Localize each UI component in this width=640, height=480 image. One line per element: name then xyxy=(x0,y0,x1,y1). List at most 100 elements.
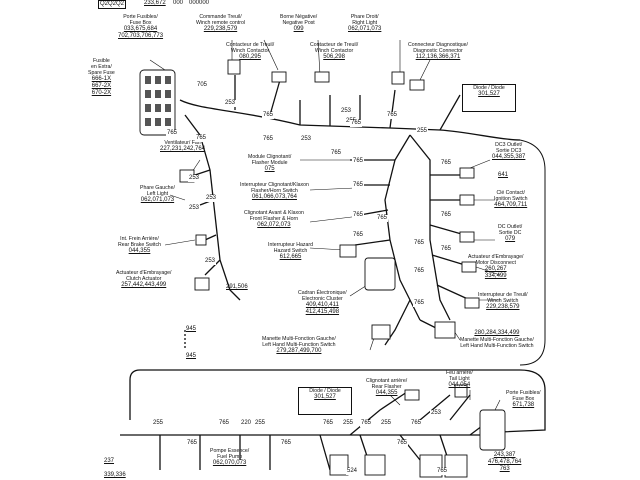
label-ref: 641 xyxy=(498,172,509,178)
label-ref: 080,295 xyxy=(239,54,261,60)
label-ref: 062,070,073 xyxy=(212,460,247,466)
header-ref-4: 000000 xyxy=(188,0,211,7)
label-line: Motor Disconnect xyxy=(475,260,516,266)
bottom-right-block-2 xyxy=(444,454,468,478)
label-line: Sortie DC3 xyxy=(496,148,522,154)
label-line: Actuateur d'Embrayage/ xyxy=(468,254,524,260)
label-line: Negative Post xyxy=(282,20,315,26)
wire-number: 255 xyxy=(254,420,267,427)
label-ref: 301,527 xyxy=(314,394,336,400)
label-line: Porte Fusibles/ xyxy=(506,390,541,396)
label-line: Cadran Électronique/ xyxy=(298,290,347,296)
wire-number: 253 xyxy=(188,205,201,212)
wire-number: 255 xyxy=(380,420,393,427)
label-line: Right Light xyxy=(352,20,378,26)
wire-number: 255 xyxy=(416,128,429,135)
header-ref-1: Q2Q2Q2 xyxy=(98,0,127,9)
label-line: Front Flasher & Horn xyxy=(249,216,299,222)
winch-contactor-connector-1 xyxy=(271,71,287,83)
label-line: DC Outlet/ xyxy=(498,224,523,230)
label-flasher-horn-switch: Interrupteur Clignotant/Klaxon Flasher/H… xyxy=(240,182,309,201)
wire-number: 765 xyxy=(280,440,293,447)
label-line: Interrupteur Hazard xyxy=(268,242,313,248)
label-cluster: Cadran Électronique/ Electronic Cluster … xyxy=(298,290,347,316)
upper-branches xyxy=(299,89,461,131)
rear-flasher-connector xyxy=(404,389,420,401)
label-ref: 062,072,073 xyxy=(257,222,291,228)
label-ref: 280,284,334,499 xyxy=(474,330,520,336)
tail-light-connector xyxy=(454,384,468,398)
label-neg-post: Borne Négative/ Negative Post 099 xyxy=(280,14,317,33)
label-fuse-box-top: Porte Fusibles/ Fuse Box 033,675,684 702… xyxy=(118,14,163,40)
label-ref: 464,709,711 xyxy=(494,202,528,208)
label-line: Left Light xyxy=(146,191,169,197)
label-ref: 339,336 xyxy=(104,472,126,478)
wire-number: 765 xyxy=(413,300,426,307)
wire-number: 765 xyxy=(440,212,453,219)
wire-number: 765 xyxy=(396,440,409,447)
label-line: Pompe Essence/ xyxy=(210,448,250,454)
label-fuse-box-bottom: Porte Fusibles/ Fuse Box 671,738 xyxy=(506,390,541,409)
label-line: Clé Contact/ xyxy=(496,190,525,196)
label-line: Flasher Module xyxy=(251,160,288,166)
label-fuel-pump: Pompe Essence/ Fuel Pump 062,070,073 xyxy=(210,448,249,467)
hazard-connector xyxy=(339,244,357,258)
label-line: Spare Fuse xyxy=(88,70,115,76)
wire-number: 765 xyxy=(413,240,426,247)
label-dc3-outlet: DC3 Outlet/ Sortie DC3 044,355,387 xyxy=(492,142,525,161)
wire-number: 705 xyxy=(196,82,209,89)
label-motor-disconnect: Actuateur d'Embrayage/ Motor Disconnect … xyxy=(468,254,524,280)
wire-number: 253 xyxy=(224,100,237,107)
label-line: Actuateur d'Embrayage/ xyxy=(116,270,172,276)
label-ref: 667-2X xyxy=(91,83,112,89)
header-ref-3: 000 xyxy=(172,0,185,7)
label-line: Interrupteur Clignotant/Klaxon xyxy=(240,182,309,188)
label-ref: 099 xyxy=(293,26,304,32)
harness-loop xyxy=(519,139,546,366)
label-line: Rear Flasher xyxy=(371,384,402,390)
label-line: Commande Treuil/ xyxy=(199,14,242,20)
label-diode-bottom: Diode / Diode 301,527 xyxy=(298,387,352,415)
label-ref: 044,054 xyxy=(448,382,471,388)
bottom-center-block xyxy=(329,454,349,476)
diag-connector-block xyxy=(409,79,425,91)
label-splice-945: 945 xyxy=(186,326,196,333)
label-winch-contactor-1: Contacteur de Treuil/ Winch Contactor 08… xyxy=(226,42,274,61)
label-line: Phare Droit/ xyxy=(350,14,379,20)
label-line: Tail Light xyxy=(449,376,470,382)
label-line: Fuse Box xyxy=(512,396,535,402)
label-ref: 291,506 xyxy=(226,284,248,290)
label-bottom-refs: 243,387 476,478,764 763 xyxy=(488,452,521,473)
label-ref: 061,066,073,764 xyxy=(251,194,297,200)
label-line: Fuel Pump xyxy=(217,454,243,460)
right-branches xyxy=(429,174,471,301)
label-line: Flasher/Horn Switch xyxy=(251,188,298,194)
wire-number: 253 xyxy=(300,136,313,143)
label-line: Clignotant Avant & Klaxon xyxy=(244,210,304,216)
label-line: Left Hand Multi-Function Switch xyxy=(262,342,336,348)
label-front-flasher-horn: Clignotant Avant & Klaxon Front Flasher … xyxy=(244,210,304,229)
label-ref: 243,387 xyxy=(493,452,516,458)
label-left-light: Phare Gauche/ Left Light 062,071,073 xyxy=(140,185,175,204)
label-line: Electronic Cluster xyxy=(302,296,343,302)
label-right-light: Phare Droit/ Right Light 062,071,073 xyxy=(348,14,381,33)
dc-outlet-connector xyxy=(459,231,475,243)
mf-switch-connector-right xyxy=(434,321,456,339)
wire-number: 253 xyxy=(430,410,443,417)
label-ref: 227,231,242,764 xyxy=(160,146,206,152)
label-line: Winch Contactor xyxy=(230,48,270,54)
label-ref: 044,355 xyxy=(128,248,151,254)
wire-number: 765 xyxy=(186,440,199,447)
winch-contactor-connector-2 xyxy=(314,71,330,83)
wire-number: 524 xyxy=(346,468,359,475)
ignition-connector xyxy=(459,194,475,206)
label-line: Clignotant arrière/ xyxy=(366,378,408,384)
rear-brake-connector xyxy=(195,234,207,246)
label-ref: 671,738 xyxy=(512,402,535,408)
label-line: Fuse Box xyxy=(129,20,152,26)
wire-number: 765 xyxy=(436,468,449,475)
label-ref: 062,071,073 xyxy=(348,26,382,32)
dc3-connector xyxy=(459,167,475,179)
